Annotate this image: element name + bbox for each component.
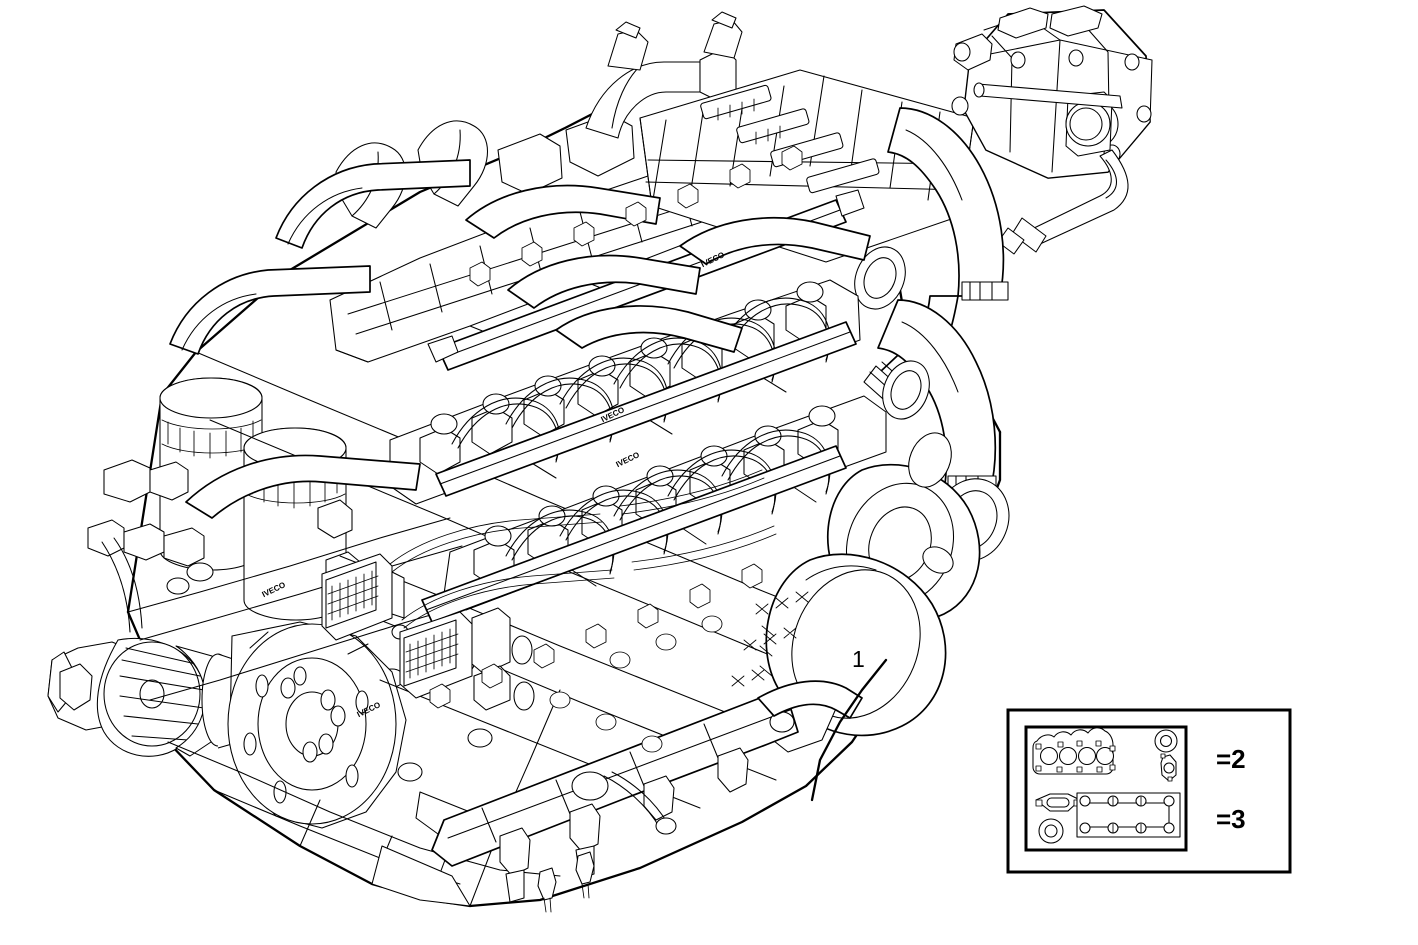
heat-shield-hatch <box>731 591 809 687</box>
legend-box <box>1006 708 1292 874</box>
intake-manifold-plate <box>639 69 975 263</box>
sensor-studs <box>537 771 677 913</box>
coolant-hoses <box>169 159 871 519</box>
callout-1-leader <box>810 658 888 802</box>
ecu-connector-block-upper <box>321 553 409 641</box>
callout-label-1: 1 <box>852 646 865 672</box>
legend-label-row-1: =2 <box>1216 744 1246 774</box>
fasteners-detail <box>429 145 809 753</box>
legend-cover-gasket <box>1035 792 1181 844</box>
timing-gear-cover <box>127 517 469 701</box>
legend-head-gasket <box>1032 727 1178 782</box>
wiring-harness <box>389 469 777 629</box>
legend-label-row-2: =3 <box>1216 804 1246 834</box>
intake-elbow-pipe <box>585 11 743 139</box>
exhaust-ports-right <box>854 246 952 488</box>
ecu-connector-block-lower <box>399 607 535 711</box>
crankshaft-pulley-damper <box>227 621 407 829</box>
